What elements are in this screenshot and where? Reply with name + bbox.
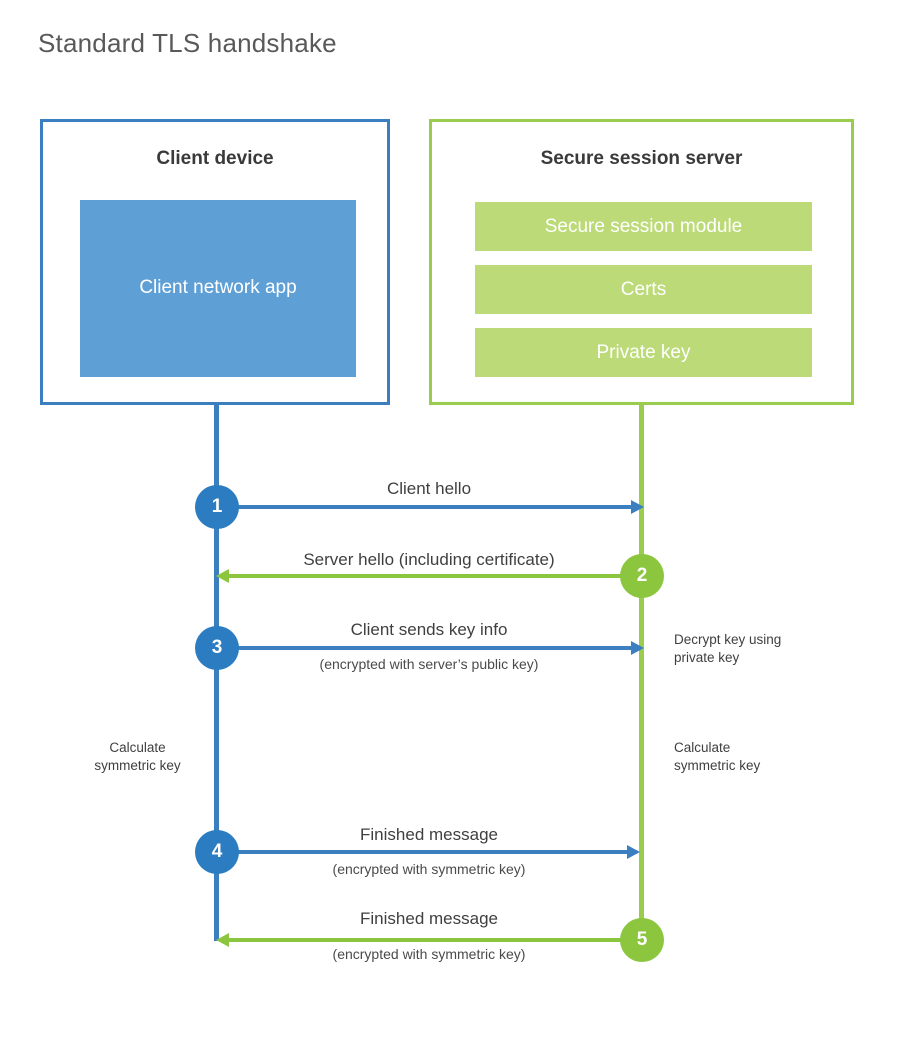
server-lifeline: [639, 405, 644, 941]
step-4-circle: 4: [195, 830, 239, 874]
server-module-private-key: Private key: [475, 328, 812, 377]
note-client-calculate-symmetric-key: Calculate symmetric key: [94, 740, 181, 774]
step-4-label: Finished message: [360, 825, 498, 844]
step-1-arrow: [216, 496, 644, 518]
step-5-label: Finished message: [360, 909, 498, 928]
step-3-circle: 3: [195, 626, 239, 670]
secure-session-server-box: Secure session server Secure session mod…: [429, 119, 854, 405]
client-lifeline: [214, 405, 219, 941]
step-3-arrow: [216, 637, 644, 659]
step-3-label: Client sends key info: [350, 620, 508, 639]
step-2-arrow: [216, 565, 644, 587]
page-title: Standard TLS handshake: [38, 28, 337, 58]
step-5-arrow: [216, 929, 644, 951]
client-device-title: Client device: [156, 148, 274, 169]
client-network-app-block: Client network app: [80, 200, 356, 377]
step-1-label: Client hello: [386, 479, 472, 498]
step-1-circle: 1: [195, 485, 239, 529]
client-device-box: Client device Client network app: [40, 119, 390, 405]
server-module-certs: Certs: [475, 265, 812, 314]
step-5-circle: 5: [620, 918, 664, 962]
note-server-calculate-symmetric-key: Calculate symmetric key: [674, 740, 761, 774]
server-module-secure-session-module: Secure session module: [475, 202, 812, 251]
note-decrypt-key: Decrypt key using private key: [674, 632, 782, 666]
step-2-circle: 2: [620, 554, 664, 598]
step-3-sublabel: (encrypted with server’s public key): [319, 656, 539, 672]
step-4-arrow: [216, 841, 644, 863]
secure-session-server-title: Secure session server: [540, 148, 743, 169]
step-4-sublabel: (encrypted with symmetric key): [332, 861, 526, 877]
step-5-sublabel: (encrypted with symmetric key): [332, 946, 526, 962]
step-2-label: Server hello (including certificate): [303, 550, 555, 569]
